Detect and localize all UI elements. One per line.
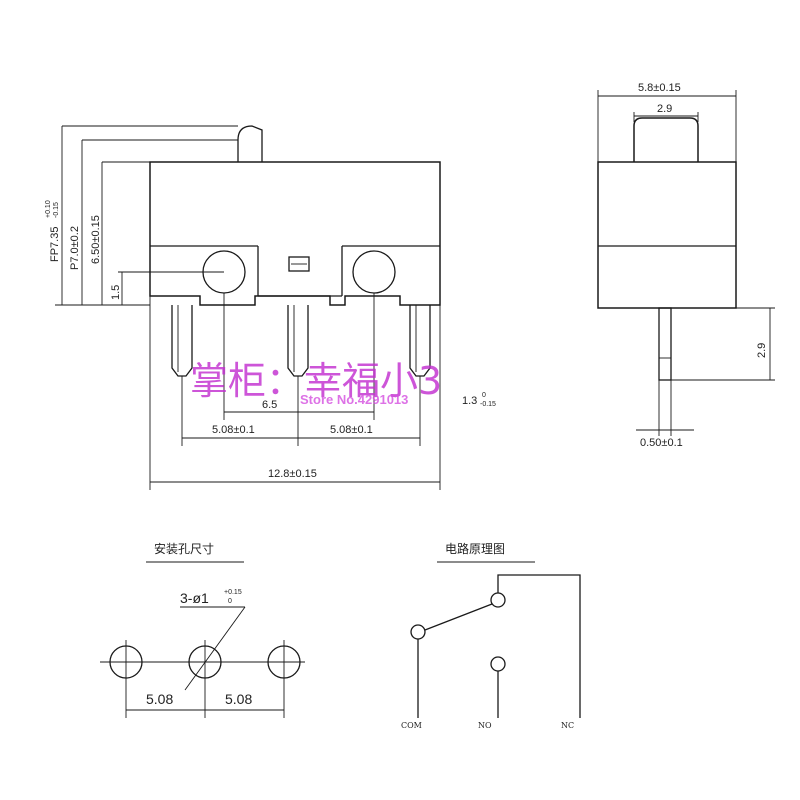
watermark: 掌柜：幸福小3 Store No.4291013 (190, 359, 442, 407)
watermark-text-cn: 掌柜：幸福小3 (190, 359, 442, 403)
label-15: 1.5 (110, 285, 122, 300)
circuit-title: 电路原理图 (445, 541, 505, 556)
hole-spacing-right: 5.08 (225, 691, 252, 707)
indicator-window (288, 256, 310, 272)
hole-spec: 3-ø1 (180, 590, 209, 606)
mounting-hole-diagram: 安装孔尺寸 3-ø1 +0.15 0 5.08 5.08 (100, 541, 305, 718)
label-nc: NC (561, 721, 574, 730)
label-29-plunger: 2.9 (657, 103, 672, 115)
front-vertical-dimensions: FP7.35 +0.10 -0.15 P7.0±0.2 6.50±0.15 1.… (45, 125, 238, 306)
label-65: 6.5 (262, 399, 277, 411)
hole-spacing-left: 5.08 (146, 691, 173, 707)
label-13-tol-lower: -0.15 (480, 401, 496, 408)
label-fp735-tol-lower: -0.15 (53, 202, 60, 218)
label-128: 12.8±0.15 (268, 468, 317, 480)
label-508-right: 5.08±0.1 (330, 424, 373, 436)
side-view: 5.8±0.15 2.9 2.9 0.50±0.1 (597, 82, 775, 449)
actuator-lever (237, 125, 263, 162)
switch-body (149, 161, 441, 306)
label-13: 1.3 (462, 395, 477, 407)
label-13-tol-upper: 0 (482, 392, 486, 399)
contact-nc (490, 592, 506, 608)
label-p70: P7.0±0.2 (69, 226, 81, 270)
label-650: 6.50±0.15 (90, 215, 102, 264)
hole-tol-lower: 0 (228, 598, 232, 605)
side-body (597, 161, 737, 309)
label-fp735-tol-upper: +0.10 (45, 200, 52, 218)
hole-leader (184, 606, 246, 691)
contact-no (490, 656, 506, 672)
front-view: FP7.35 +0.10 -0.15 P7.0±0.2 6.50±0.15 1.… (45, 125, 496, 490)
watermark-store: Store No.4291013 (300, 392, 408, 407)
plunger (633, 117, 699, 162)
wire-nc (497, 574, 581, 718)
label-050: 0.50±0.1 (640, 437, 683, 449)
label-58: 5.8±0.15 (638, 82, 681, 94)
hole-tol-upper: +0.15 (224, 589, 242, 596)
switch-arm (424, 603, 493, 631)
side-pin (658, 307, 672, 381)
label-com: COM (401, 721, 422, 730)
circuit-diagram: 电路原理图 COM NO NC (401, 541, 581, 730)
front-horizontal-dimensions: 6.5 5.08±0.1 5.08±0.1 12.8±0.15 1.3 0 -0… (149, 293, 496, 490)
label-fp735: FP7.35 (49, 227, 61, 262)
label-29-pin: 2.9 (756, 343, 768, 358)
pin-com (171, 305, 193, 377)
label-no: NO (478, 721, 492, 730)
label-508-left: 5.08±0.1 (212, 424, 255, 436)
contact-com (410, 624, 426, 640)
mounting-title: 安装孔尺寸 (154, 541, 214, 556)
